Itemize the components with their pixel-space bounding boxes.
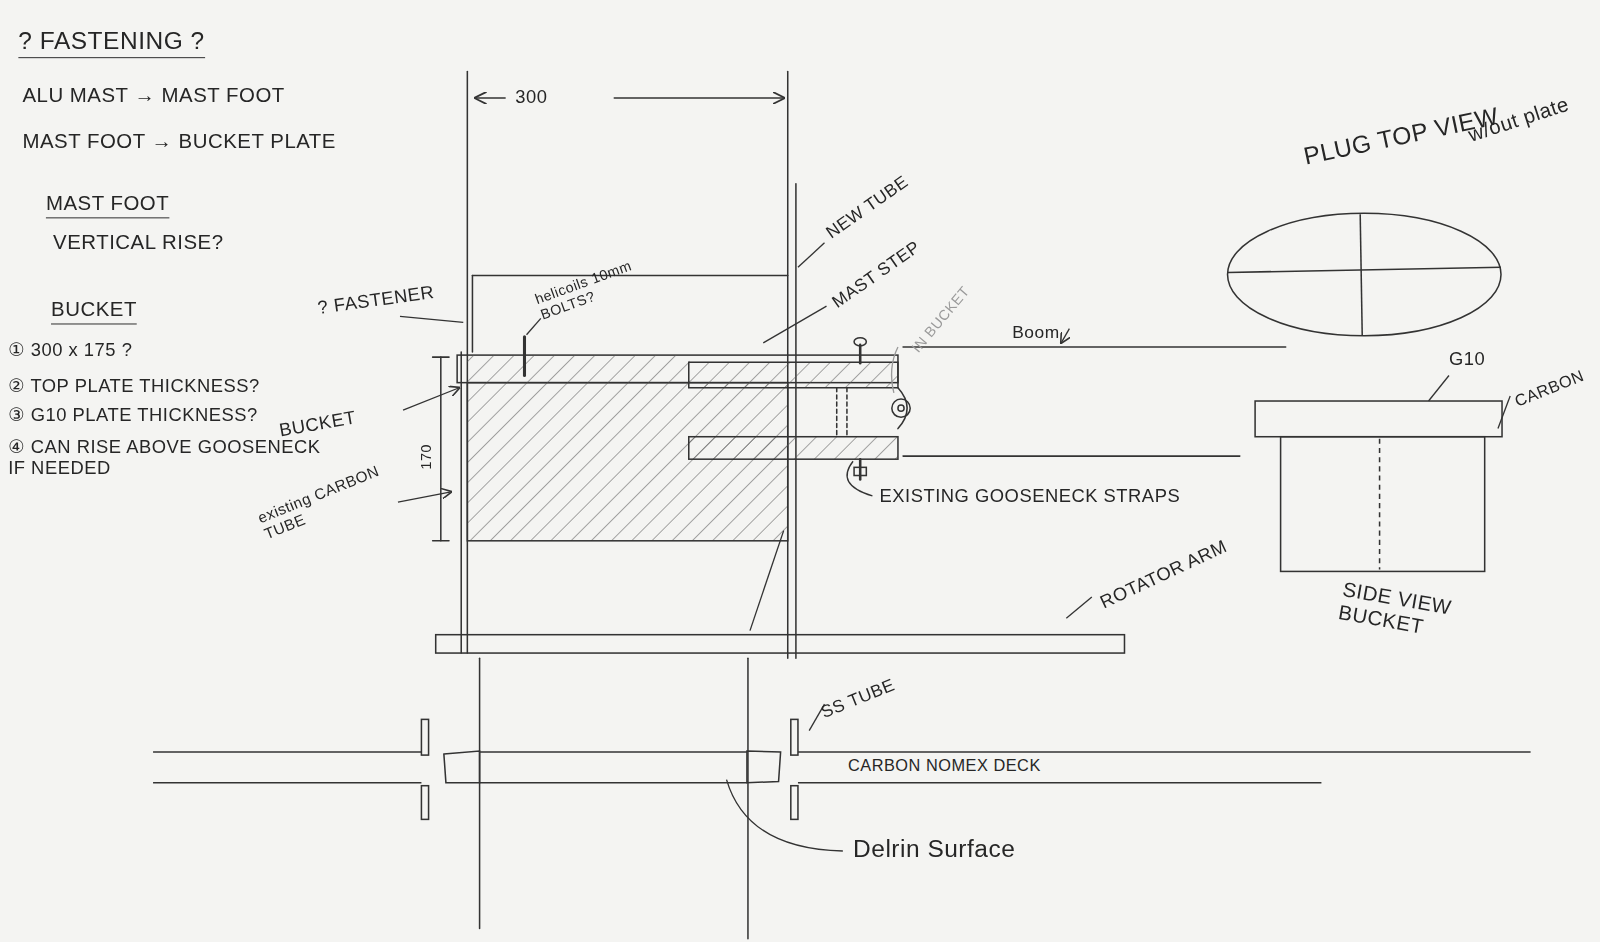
mast-assembly <box>689 437 898 459</box>
mast-assembly <box>859 345 862 363</box>
mast-assembly <box>523 337 526 376</box>
deck <box>747 751 781 783</box>
note-label: ④ CAN RISE ABOVE GOOSENECK IF NEEDED <box>8 437 324 479</box>
plug-views <box>1360 214 1362 335</box>
mast-assembly <box>854 338 866 346</box>
note-label: MAST FOOT <box>46 192 169 219</box>
leader-line <box>403 388 459 410</box>
mast-assembly <box>479 658 481 928</box>
mast-assembly <box>689 362 898 388</box>
plug-views <box>1379 439 1381 570</box>
note-label: BUCKET <box>278 407 358 441</box>
plug-views <box>1255 401 1502 437</box>
leader-line <box>727 780 843 851</box>
deck <box>444 751 480 783</box>
note-label: existing CARBON TUBE <box>255 457 401 543</box>
leader-line <box>763 306 826 343</box>
deck <box>480 751 747 753</box>
plug-views <box>1228 213 1502 571</box>
mast-assembly <box>903 346 1286 348</box>
deck <box>421 786 428 820</box>
mast-assembly <box>472 276 474 353</box>
note-label: SIDE VIEW BUCKET <box>1337 578 1496 651</box>
note-label: ① 300 x 175 ? <box>8 340 132 361</box>
mast-assembly <box>836 388 838 437</box>
leader-line <box>400 316 463 322</box>
leader-line <box>1429 376 1449 402</box>
leader-line <box>398 243 1510 851</box>
mast-assembly <box>747 658 749 939</box>
note-label: CARBON <box>1512 367 1587 412</box>
mast-assembly <box>436 635 1125 653</box>
note-label: w/out plate <box>1465 92 1571 147</box>
mast-assembly <box>898 388 907 429</box>
deck <box>153 782 421 784</box>
deck <box>153 751 421 753</box>
leader-line <box>750 531 784 631</box>
mast-assembly <box>859 459 862 479</box>
title: ? FASTENING ? <box>18 27 204 58</box>
mast-assembly <box>433 356 449 358</box>
note-label: NEW TUBE <box>822 172 912 243</box>
note-label: ? FASTENER <box>316 282 435 319</box>
deck <box>798 782 1321 784</box>
leader-line <box>1061 329 1069 343</box>
mast-assembly <box>433 71 1286 938</box>
leader-line <box>1066 597 1092 618</box>
leader-line <box>798 243 825 267</box>
note-label: MAST FOOT → BUCKET PLATE <box>22 130 336 153</box>
mast-assembly <box>854 467 866 475</box>
note-label: SS TUBE <box>818 675 897 723</box>
deck <box>480 782 747 784</box>
note-label: ALU MAST → MAST FOOT <box>22 84 284 107</box>
mast-assembly <box>467 355 689 383</box>
mast-assembly <box>467 383 787 541</box>
leader-line <box>398 492 451 502</box>
note-label: ② TOP PLATE THICKNESS? <box>8 376 260 397</box>
deck <box>791 719 798 755</box>
mast-assembly <box>614 97 783 99</box>
deck <box>421 719 428 755</box>
note-label: IN BUCKET <box>908 283 973 355</box>
note-label: ROTATOR ARM <box>1097 536 1230 613</box>
note-label: EXISTING GOOSENECK STRAPS <box>880 486 1181 507</box>
mast-assembly <box>898 405 904 411</box>
deck <box>791 786 798 820</box>
mast-assembly <box>892 399 910 417</box>
plug-views <box>1281 437 1485 572</box>
mast-assembly <box>903 455 1240 457</box>
leader-line <box>847 461 872 496</box>
mast-assembly <box>460 352 462 653</box>
plug-views <box>1228 213 1501 335</box>
leader-line <box>1498 396 1510 429</box>
note-label: MAST STEP <box>829 237 924 312</box>
deck <box>153 719 1531 819</box>
note-label: G10 <box>1449 349 1485 370</box>
note-label: Boom <box>1012 322 1059 342</box>
leader-line <box>527 318 541 334</box>
mast-assembly <box>440 357 442 541</box>
mast-assembly <box>433 540 449 542</box>
plug-views <box>1228 267 1501 272</box>
deck <box>798 751 1531 753</box>
note-label: VERTICAL RISE? <box>53 231 223 254</box>
note-label: 170 <box>417 444 433 469</box>
note-label: BUCKET <box>51 298 137 325</box>
note-label: CARBON NOMEX DECK <box>845 757 1044 776</box>
mast-assembly <box>795 184 797 658</box>
note-label: 300 <box>515 87 547 108</box>
mast-assembly <box>846 388 848 437</box>
note-label: Delrin Surface <box>853 835 1015 863</box>
note-label: helicoils 10mm BOLTS? <box>533 253 652 323</box>
mast-assembly <box>476 97 506 99</box>
note-label: ③ G10 PLATE THICKNESS? <box>8 405 258 426</box>
leader-line <box>892 347 898 393</box>
